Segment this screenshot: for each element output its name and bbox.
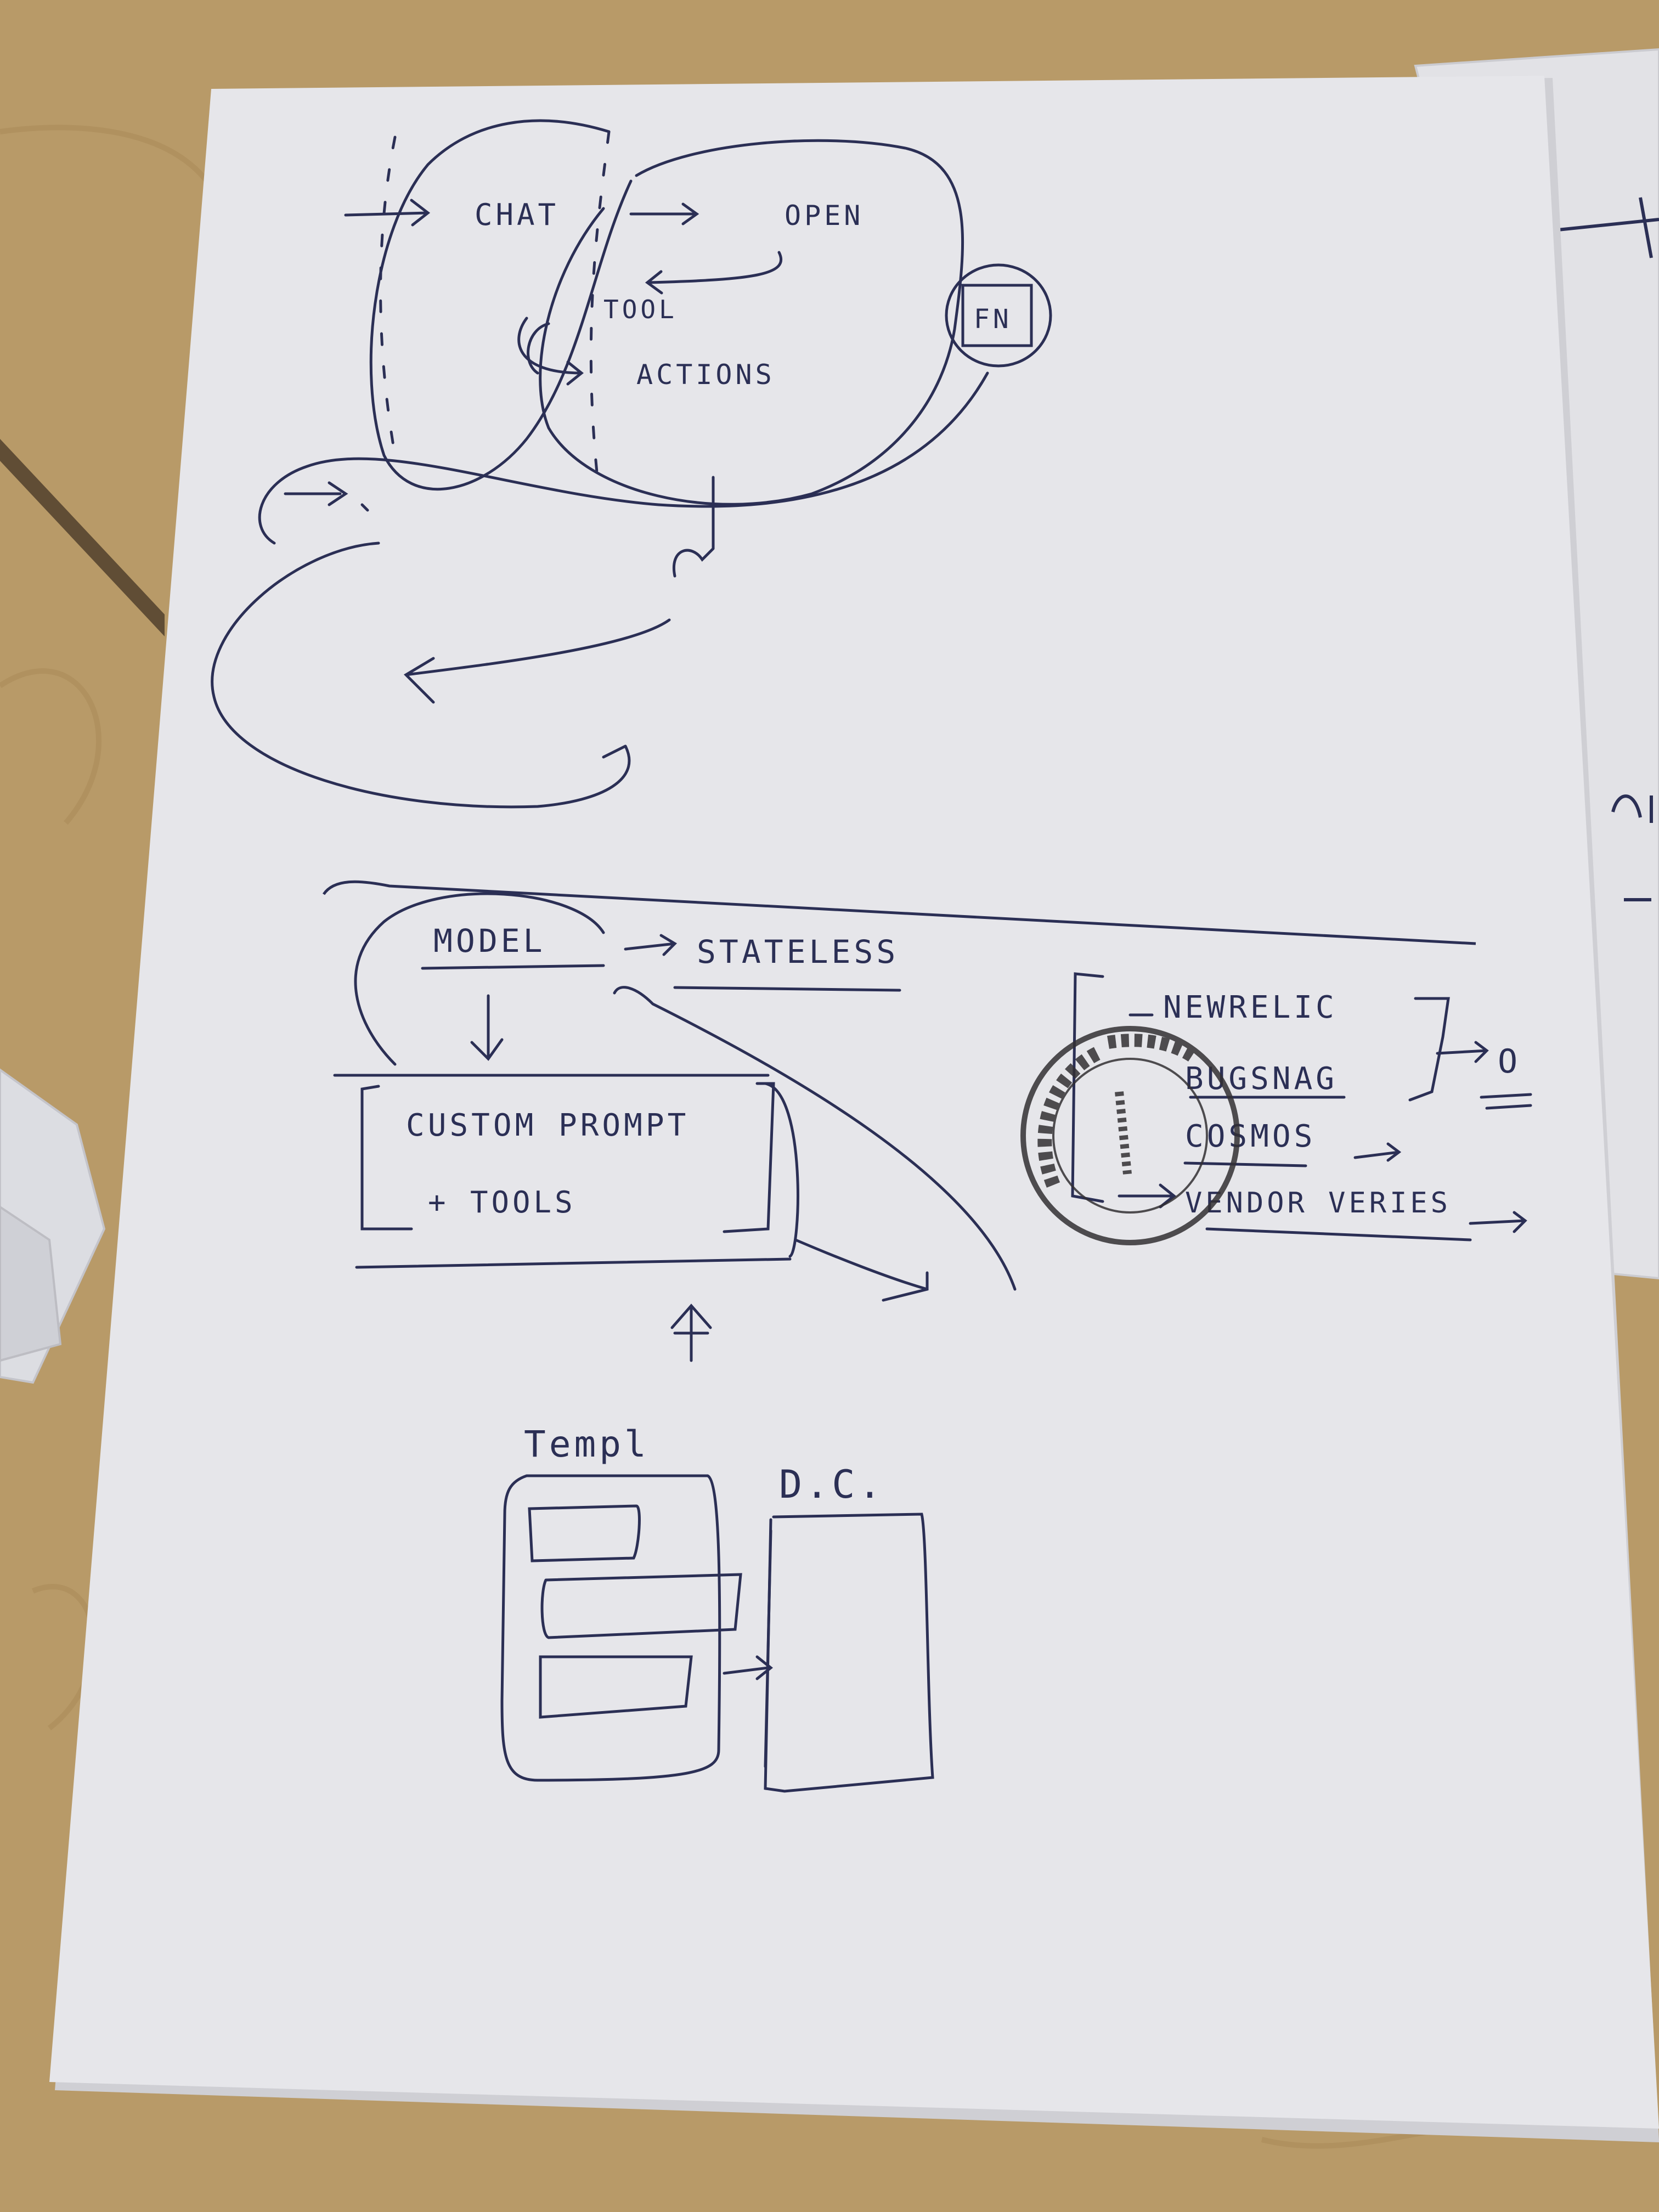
bottom-section-drawing [500,1474,934,1793]
dc-container [764,1513,934,1793]
open-label: OPEN [785,200,864,232]
top-cluster-drawing [211,119,989,809]
arrow-into-chat [344,199,431,227]
integration-item-cosmos: COSMOS [1185,1119,1316,1154]
model-arc [354,892,605,1066]
tool-loop [527,322,550,375]
arrow-templ-to-dc [723,1655,774,1680]
vendor-underline [1205,1227,1472,1242]
company-stamp [1020,1026,1240,1245]
prompt-box-outer-right [764,1082,799,1258]
model-label: MODEL [433,922,546,960]
templ-card-3 [539,1655,693,1719]
table-edge-shadow [0,439,165,636]
dc-label: D.C. [779,1462,885,1507]
down-arrow-top [673,476,715,578]
templ-label: Templ [524,1423,650,1465]
plus-tools-label: + TOOLS [428,1185,576,1220]
arrow-chat-to-open [629,202,699,225]
right-sheet-marks [1552,197,1659,901]
paper-sheet [49,76,1659,2129]
lower-swirl [211,541,631,809]
arrow-open-to-tool [645,251,783,295]
right-loop [539,139,964,506]
up-arrow [670,1304,712,1362]
dc-left-edge [764,1529,772,1768]
big-outer-curve [258,371,989,545]
middle-section-drawing [333,892,1017,1362]
arrow-to-actions [517,317,584,386]
integration-item-vendor: VENDOR VERIES [1185,1187,1451,1220]
cosmos-underline [1183,1161,1307,1167]
swoosh-right [613,986,1017,1291]
loop-mark [284,481,369,512]
arrow-vendor [1469,1211,1527,1233]
lower-left-arrow [403,618,671,704]
stray-paper-left-2 [0,1205,62,1362]
dashed-arc-inner [589,130,611,484]
templ-container [500,1474,721,1782]
fn-circle [945,263,1052,368]
down-arrow-model [470,994,504,1061]
output-underline [1480,1093,1532,1110]
integration-output-label: O [1498,1042,1521,1081]
dashed-arc-left [379,136,397,457]
integration-item-newrelic: NEWRELIC [1163,990,1338,1025]
custom-prompt-label: CUSTOM PROMPT [406,1108,689,1143]
chat-label: CHAT [475,198,559,232]
prompt-box-left-bracket [360,1085,413,1231]
arrow-cosmos [1353,1142,1402,1162]
tool-label: TOOL [603,295,678,324]
arrow-model-to-stateless [624,934,678,956]
integrations-right-brace [1408,997,1450,1102]
integration-item-bugsnag: BUGSNAG [1185,1061,1338,1097]
templ-card-1 [528,1504,641,1562]
stateless-label: STATELESS [697,933,899,970]
section-divider [322,880,1476,945]
prompt-box-bottom [355,1257,792,1269]
model-underline [421,964,605,970]
templ-card-2 [540,1573,742,1639]
stateless-underline [673,986,901,992]
left-loop [369,119,633,490]
fn-label: FN [974,304,1012,335]
arrow-box-out [794,1238,929,1302]
arrow-to-output [1436,1041,1489,1063]
actions-label: ACTIONS [636,359,775,391]
